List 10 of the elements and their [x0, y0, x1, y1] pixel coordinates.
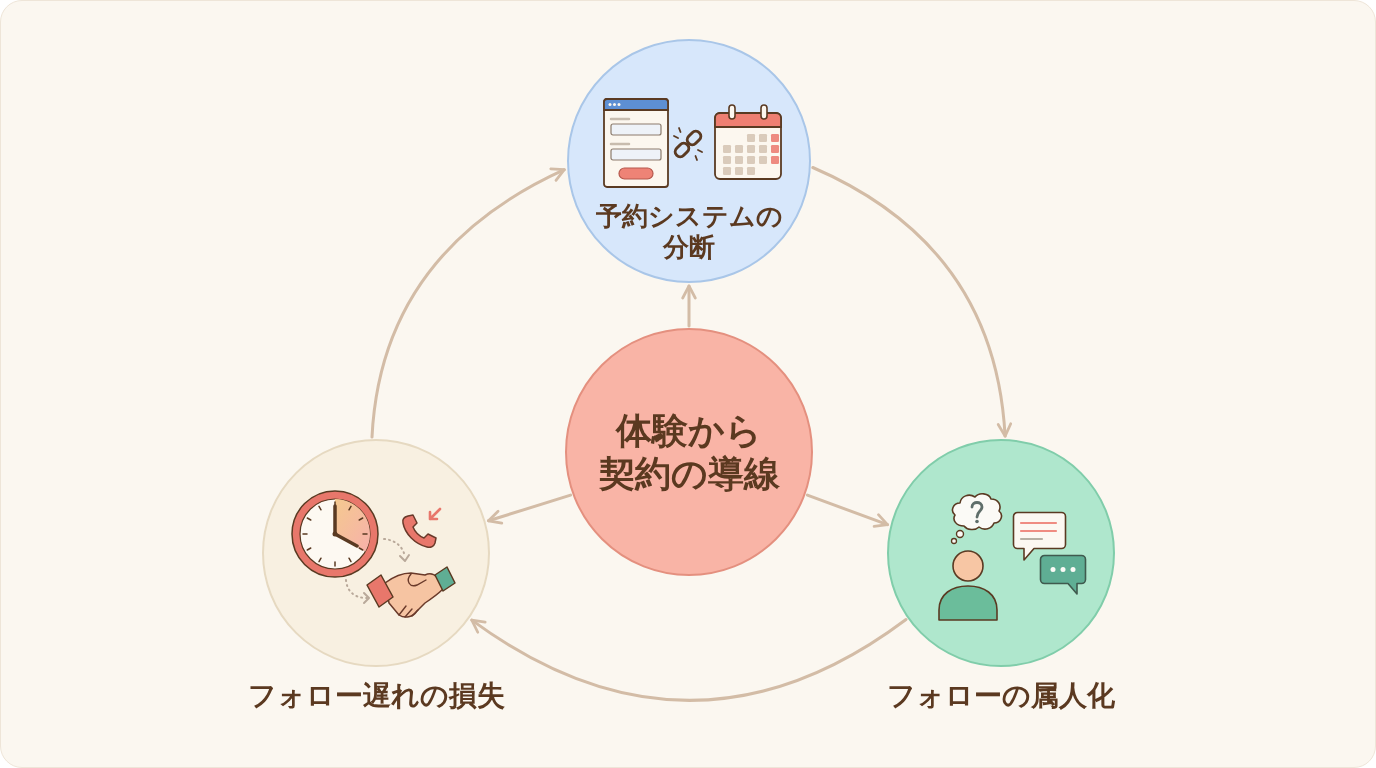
- arrow: [681, 284, 697, 328]
- arrow: [811, 166, 1012, 438]
- node-label: 体験から契約の導線: [597, 408, 781, 496]
- arrow: [805, 493, 889, 528]
- node-label: フォローの属人化: [887, 679, 1115, 713]
- arrow: [370, 168, 566, 439]
- arrow: [470, 618, 908, 702]
- node-label: 予約システムの分断: [594, 201, 784, 263]
- arrow: [487, 493, 573, 525]
- node-label: フォロー遅れの損失: [247, 679, 505, 713]
